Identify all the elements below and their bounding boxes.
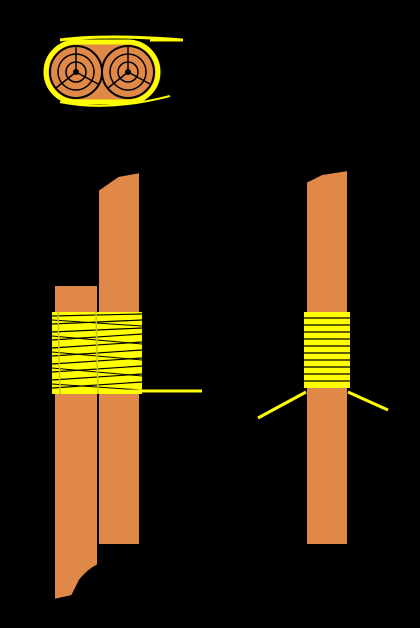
splice-binding: [51, 311, 143, 395]
splice-figure: [51, 170, 202, 602]
cross-section-figure: [43, 35, 183, 107]
whipping-left-end: [257, 390, 307, 420]
whipping-binding: [304, 312, 350, 388]
whipping-right-end: [347, 390, 389, 412]
twine-loop-lower-strand: [59, 95, 171, 107]
whipping-figure: [257, 168, 389, 546]
